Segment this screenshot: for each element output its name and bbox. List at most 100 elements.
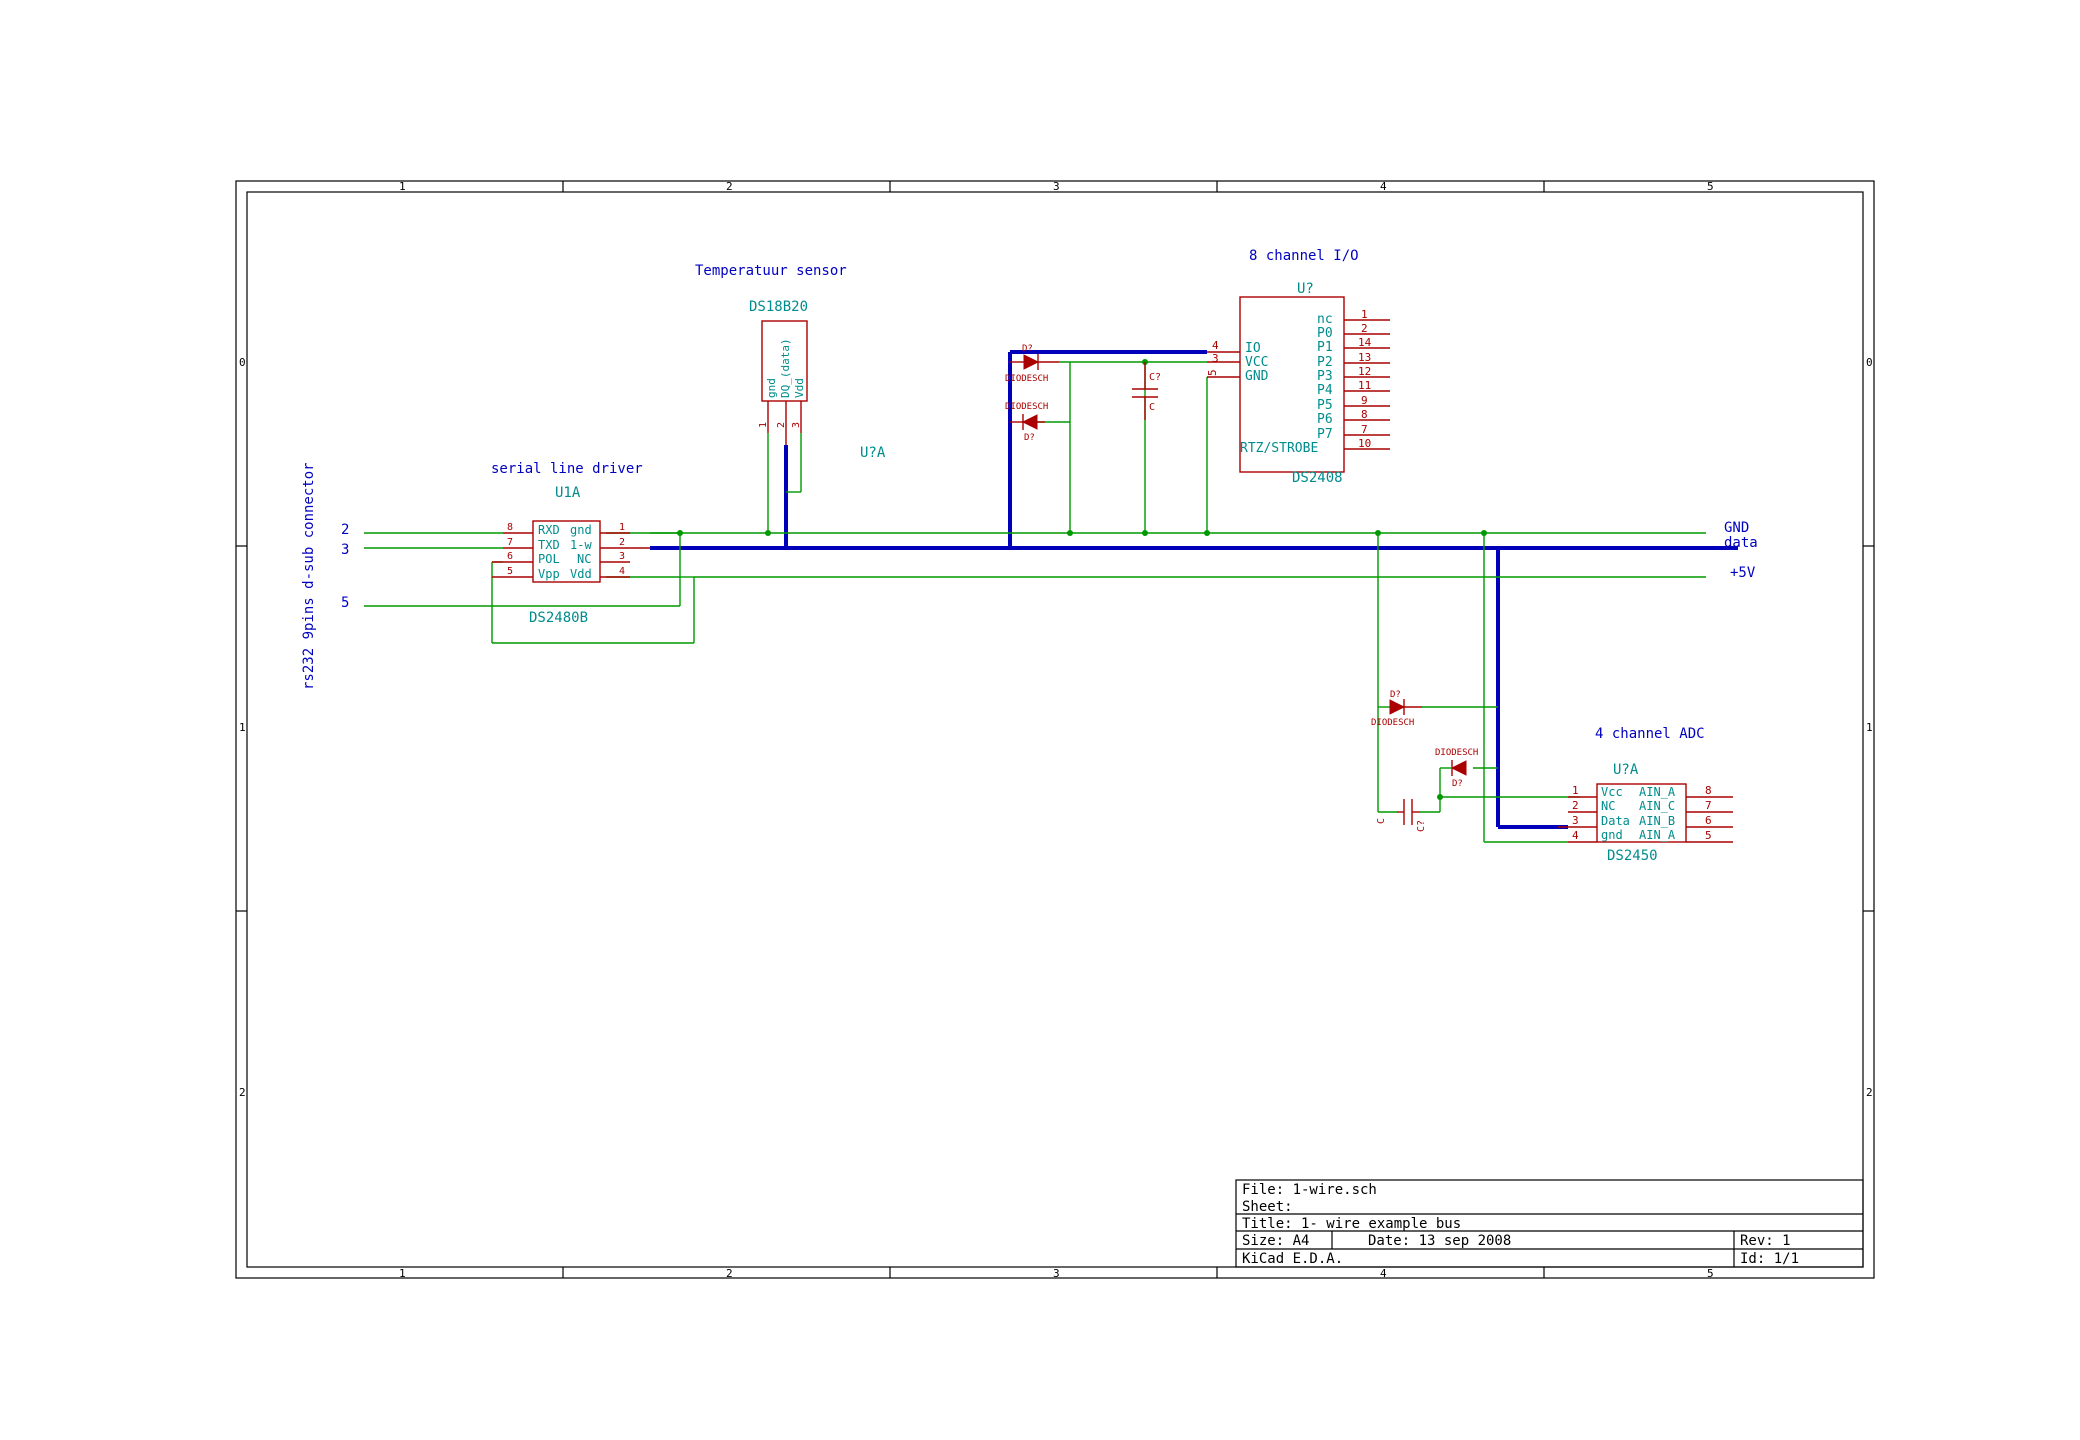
- col-label: 3: [1053, 180, 1060, 193]
- diode-ref: D?: [1452, 779, 1463, 789]
- col-label: 4: [1380, 180, 1387, 193]
- column-labels-bottom: 1 2 3 4 5: [399, 1267, 1714, 1280]
- row-labels-left: 0 1 2: [239, 356, 246, 1099]
- ds2450-pin: AIN_A: [1639, 785, 1676, 799]
- diode-value: DIODESCH: [1005, 402, 1048, 412]
- ds2480-num: 7: [507, 537, 513, 548]
- ds18b20-pin-vdd: Vdd: [793, 378, 806, 398]
- sheet-frame: [235, 180, 1875, 1279]
- ds2480-num: 6: [507, 551, 513, 562]
- u7a-label: U?A: [860, 445, 886, 461]
- ds2408-num: 9: [1361, 394, 1368, 407]
- section-titles: Temperatuur sensor 8 channel I/O serial …: [491, 248, 1705, 742]
- title-file: File: 1-wire.sch: [1242, 1182, 1377, 1198]
- junctions: [677, 359, 1487, 800]
- ds2480-pin: Vpp: [538, 567, 560, 581]
- ds2408-num: 3: [1212, 352, 1219, 365]
- ds2450-value: DS2450: [1607, 848, 1658, 864]
- ds2450-pin: AIN_C: [1639, 799, 1675, 813]
- diode-ref: D?: [1024, 433, 1035, 443]
- col-label: 5: [1707, 180, 1714, 193]
- ds18b20-pin-gnd: gnd: [765, 378, 778, 398]
- ds2450-pin: AIN_B: [1639, 814, 1675, 828]
- title-tool: KiCad E.D.A.: [1242, 1251, 1343, 1267]
- ds2480-pin: POL: [538, 552, 560, 566]
- col-label: 5: [1707, 1267, 1714, 1280]
- diode-d4: DIODESCH D?: [1435, 748, 1478, 789]
- col-label: 4: [1380, 1267, 1387, 1280]
- row-labels-right: 0 1 2: [1866, 356, 1873, 1099]
- diode-value: DIODESCH: [1371, 718, 1414, 728]
- ds18b20-ref: DS18B20: [749, 299, 808, 315]
- title-date: Date: 13 sep 2008: [1368, 1233, 1511, 1249]
- ds2408-num: 1: [1361, 308, 1368, 321]
- serial-title: serial line driver: [491, 461, 643, 477]
- ds2408-pin: VCC: [1245, 355, 1268, 370]
- ds2450-num: 8: [1705, 784, 1712, 797]
- adc-title: 4 channel ADC: [1595, 726, 1705, 742]
- cap-ref: C?: [1416, 820, 1427, 832]
- ds2408-pin: P3: [1317, 369, 1333, 384]
- net-vcc: +5V: [1730, 565, 1756, 581]
- title-id: Id: 1/1: [1740, 1251, 1799, 1267]
- title-sheet: Sheet:: [1242, 1199, 1293, 1215]
- diode-value: DIODESCH: [1005, 374, 1048, 384]
- net-labels: GND data +5V: [1724, 520, 1758, 581]
- title-title: Title: 1- wire example bus: [1242, 1216, 1461, 1232]
- ds2480-num: 8: [507, 522, 513, 533]
- capacitor-c1: C? C: [1132, 362, 1161, 420]
- diode-d3: D? DIODESCH: [1371, 690, 1422, 728]
- col-label: 1: [399, 180, 406, 193]
- ds2408-pin: nc: [1317, 312, 1333, 327]
- cap-value: C: [1149, 402, 1155, 413]
- row-label: 0: [1866, 356, 1873, 369]
- ds2480-num: 2: [619, 537, 625, 548]
- diode-ref: D?: [1390, 690, 1401, 700]
- ds2408-pin: P2: [1317, 355, 1333, 370]
- row-label: 2: [1866, 1086, 1873, 1099]
- ds18b20-pin-num: 2: [776, 422, 787, 428]
- ds2408-value: DS2408: [1292, 470, 1343, 486]
- ds2408-pin: P5: [1317, 398, 1333, 413]
- row-label: 2: [239, 1086, 246, 1099]
- title-block: File: 1-wire.sch Sheet: Title: 1- wire e…: [1235, 1179, 1864, 1268]
- connector-block: rs232 9pins d-sub connector 2 3 5: [301, 462, 349, 690]
- ds18b20-pin-dq: DQ_(data): [779, 338, 792, 398]
- ds2408-num: 2: [1361, 322, 1368, 335]
- diode-ref: D?: [1022, 344, 1033, 354]
- col-label: 2: [726, 1267, 733, 1280]
- ds2450-num: 4: [1572, 829, 1579, 842]
- diode-d2: DIODESCH D?: [1005, 402, 1048, 443]
- ds2450-pin: NC: [1601, 799, 1615, 813]
- ds2480-num: 1: [619, 522, 625, 533]
- col-label: 2: [726, 180, 733, 193]
- ds2408-num: 13: [1358, 351, 1371, 364]
- title-rev: Rev: 1: [1740, 1233, 1791, 1249]
- row-label: 1: [239, 721, 246, 734]
- net-gnd: GND: [1724, 520, 1749, 536]
- ds2480-value: DS2480B: [529, 610, 588, 626]
- ds2408-pin: IO: [1245, 341, 1261, 356]
- data-bus: [650, 350, 1738, 829]
- io-title: 8 channel I/O: [1249, 248, 1359, 264]
- ds2480-component: U1A RXD TXD POL Vpp gnd 1-w NC Vdd 8 7 6…: [492, 485, 650, 626]
- net-data: data: [1724, 535, 1758, 551]
- ds2408-pin: P6: [1317, 412, 1333, 427]
- ds2480-ref: U1A: [555, 485, 581, 501]
- ds2408-num: 5: [1206, 369, 1219, 376]
- ds2408-pin: GND: [1245, 369, 1269, 384]
- ds2450-num: 5: [1705, 829, 1712, 842]
- temp-sensor-title: Temperatuur sensor: [695, 263, 847, 279]
- ds2408-pin: RTZ/STROBE: [1240, 441, 1318, 456]
- ds2408-num: 14: [1358, 336, 1372, 349]
- diode-d1: D? DIODESCH: [1005, 344, 1059, 384]
- title-size: Size: A4: [1242, 1233, 1309, 1249]
- connector-pin: 5: [341, 595, 349, 611]
- ds2480-pin: NC: [577, 552, 591, 566]
- ds2480-pin: 1-w: [570, 538, 592, 552]
- ds2480-pin: gnd: [570, 523, 592, 537]
- diode-value: DIODESCH: [1435, 748, 1478, 758]
- ds2408-num: 7: [1361, 423, 1368, 436]
- ds2408-pin: P7: [1317, 427, 1333, 442]
- cap-ref: C?: [1149, 372, 1161, 383]
